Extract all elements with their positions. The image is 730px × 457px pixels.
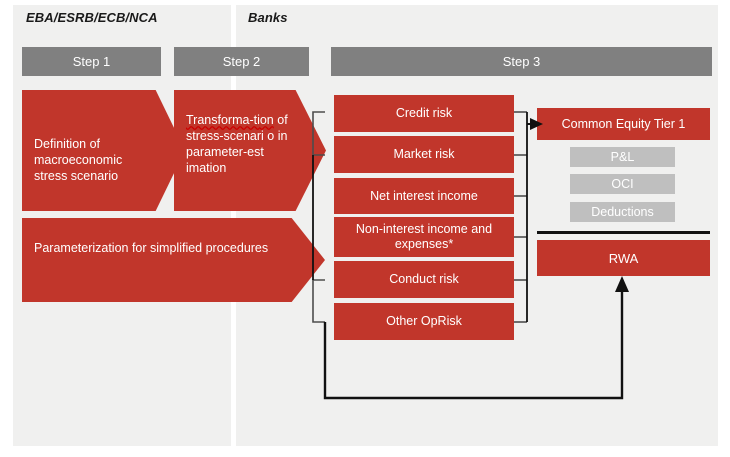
output-component-deductions: Deductions [570,202,675,222]
arrow-transformation-label-part1: Transforma-ti [186,113,260,127]
risk-box-credit: Credit risk [334,95,514,132]
arrow-parameterization-label: Parameterization for simplified procedur… [34,241,269,255]
arrow-transformation-label-part3: of stress-scenari o in parameter-est ima… [186,113,288,175]
output-component-oci: OCI [570,174,675,194]
panel-title-banks: Banks [248,10,288,25]
risk-box-net-interest-income: Net interest income [334,178,514,214]
step-bar-3: Step 3 [331,47,712,76]
output-component-pl: P&L [570,147,675,167]
arrow-transformation-label: Transforma-tion of stress-scenari o in p… [186,112,298,176]
arrow-definition: Definition of macroeconomic stress scena… [22,90,185,211]
output-box-cet1: Common Equity Tier 1 [537,108,710,140]
risk-box-non-interest-income: Non-interest income and expenses* [334,217,514,257]
risk-box-other-oprisk: Other OpRisk [334,303,514,340]
step-bar-2: Step 2 [174,47,309,76]
arrow-definition-label: Definition of macroeconomic stress scena… [34,137,123,183]
risk-box-market: Market risk [334,136,514,173]
rwa-divider-rule [537,231,710,234]
arrow-parameterization: Parameterization for simplified procedur… [22,218,325,302]
arrow-transformation-label-part2: on [259,113,274,127]
step-bar-1: Step 1 [22,47,161,76]
panel-title-regulators: EBA/ESRB/ECB/NCA [26,10,158,25]
arrow-transformation: Transforma-tion of stress-scenari o in p… [174,90,326,211]
output-box-rwa: RWA [537,240,710,276]
risk-box-conduct: Conduct risk [334,261,514,298]
